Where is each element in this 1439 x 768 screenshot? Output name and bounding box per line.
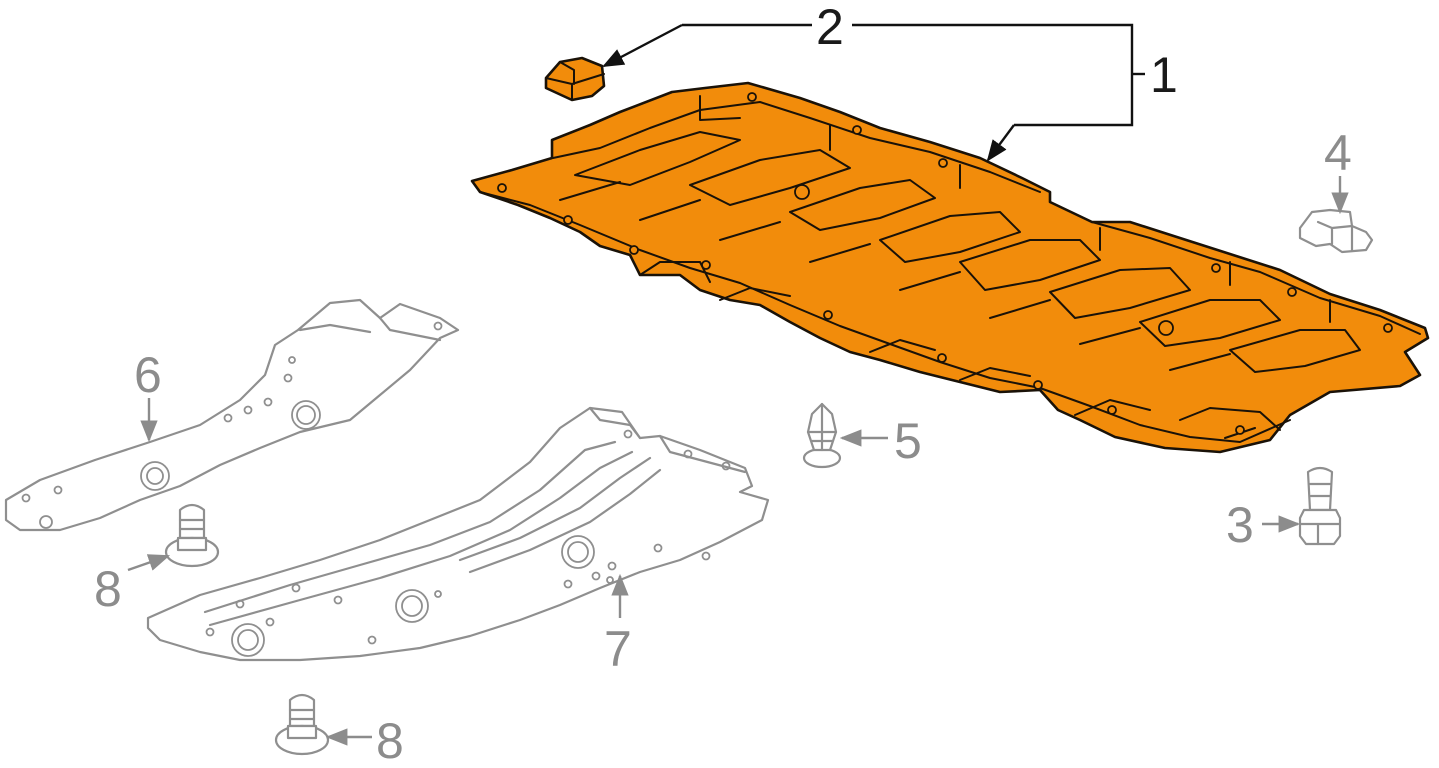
- shield-part-7[interactable]: [146, 406, 770, 662]
- leader-arrow-8-upper: [127, 554, 171, 572]
- underbody-shield-part-1[interactable]: [470, 81, 1430, 454]
- callout-8-upper: 8: [94, 561, 122, 617]
- callout-7: 7: [604, 621, 632, 677]
- callout-2: 2: [816, 0, 844, 55]
- pad-part-2[interactable]: [544, 56, 606, 102]
- shield-part-6[interactable]: [4, 298, 460, 532]
- callout-6: 6: [134, 347, 162, 403]
- bolt-part-3[interactable]: [1298, 466, 1342, 546]
- leader-arrow-2: [602, 23, 683, 68]
- fastener-part-8-lower[interactable]: [274, 693, 330, 756]
- callout-5: 5: [894, 413, 922, 469]
- leader-bracket-1-2: [852, 23, 1134, 127]
- fastener-part-8-upper[interactable]: [164, 503, 220, 568]
- callout-3: 3: [1226, 497, 1254, 553]
- callout-4: 4: [1324, 125, 1352, 181]
- push-pin-part-5[interactable]: [802, 402, 842, 469]
- callout-1: 1: [1150, 47, 1178, 103]
- callout-8-lower: 8: [376, 713, 404, 768]
- clip-part-4[interactable]: [1298, 208, 1374, 254]
- leader-arrow-1: [986, 124, 1015, 162]
